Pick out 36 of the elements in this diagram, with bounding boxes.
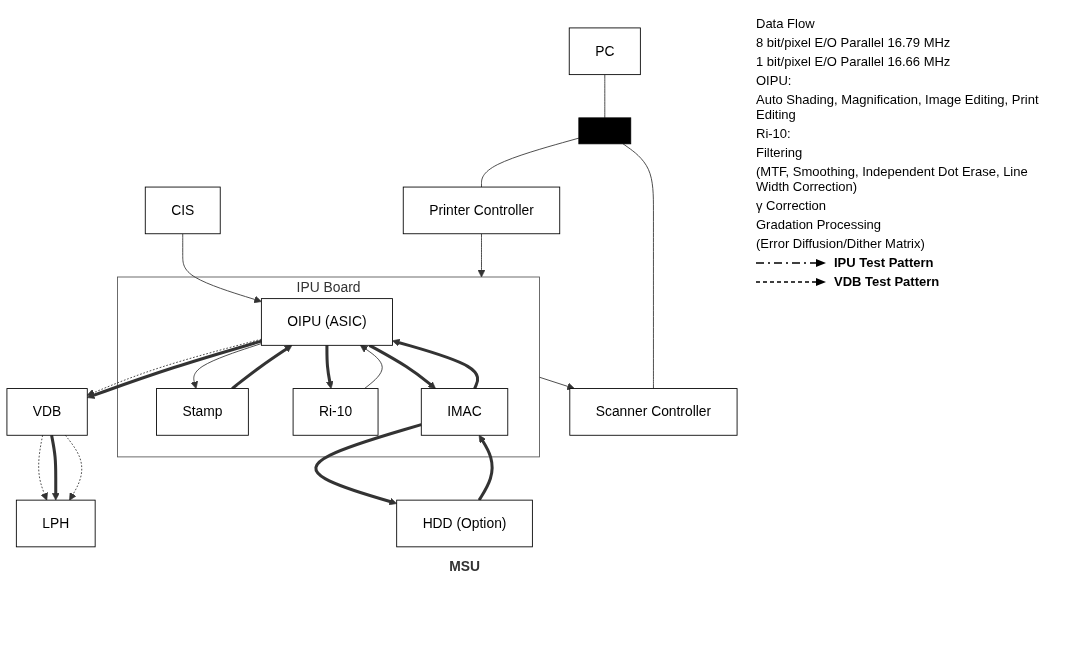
arrow [314, 423, 422, 506]
note-text: (Error Diffusion/Dither Matrix) [756, 236, 926, 251]
node-box: VDB [6, 388, 88, 436]
arrow [368, 344, 436, 390]
node-box: PC [568, 27, 641, 76]
arrow [231, 345, 293, 390]
connector [481, 137, 580, 188]
node-box: Scanner Controller [569, 388, 738, 436]
node-box: CIS [144, 186, 221, 235]
node-label: MSU [449, 559, 480, 574]
note-text: 8 bit/pixel E/O Parallel 16.79 MHz [756, 35, 952, 50]
arrow [50, 435, 60, 501]
legend-text: VDB Test Pattern [834, 274, 940, 289]
node-box: Ri-10 [292, 388, 379, 436]
arrow [392, 339, 480, 390]
node-bar [578, 117, 632, 145]
note-text: Data Flow [756, 16, 816, 31]
note-text: (MTF, Smoothing, Independent Dot Erase, Line Width Correction) [756, 164, 1029, 194]
node-box: Printer Controller [402, 186, 561, 235]
note-text: Auto Shading, Magnification, Image Editing, Print Editing [756, 92, 1040, 122]
arrow [325, 345, 334, 390]
node-box: LPH [15, 499, 96, 548]
node-box: HDD (Option) [396, 499, 533, 548]
note-text: Ri-10: [756, 126, 792, 141]
note-text: γ Correction [756, 198, 828, 213]
arrow [477, 435, 494, 502]
note-text: 1 bit/pixel E/O Parallel 16.66 MHz [756, 54, 952, 69]
note-text: OIPU: [756, 73, 793, 88]
note-text: Gradation Processing [756, 217, 882, 232]
node-box: OIPU (ASIC) [260, 298, 393, 346]
connector [604, 74, 606, 119]
connector [622, 143, 654, 390]
node-box: IMAC [420, 388, 509, 436]
note-text: Filtering [756, 145, 804, 160]
node-box: Stamp [156, 388, 249, 436]
legend-text: IPU Test Pattern [834, 255, 934, 270]
